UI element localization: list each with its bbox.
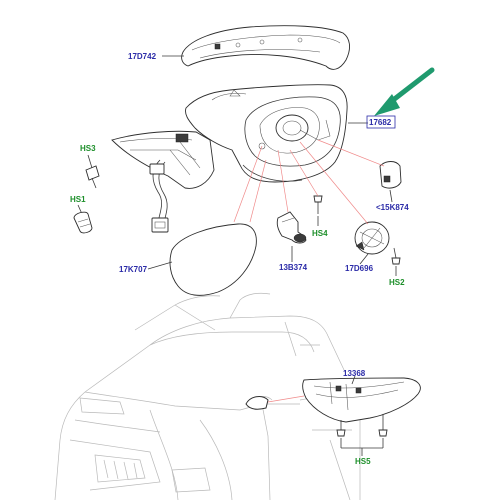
- label-17682: 17682: [369, 118, 392, 127]
- label-hs5: HS5: [355, 457, 371, 466]
- screw-hs2: [391, 247, 401, 265]
- mirror-glass: [169, 223, 257, 296]
- mirror-housing-assembly: [185, 84, 348, 183]
- label-17d742: 17D742: [128, 52, 157, 61]
- label-17k707: 17K707: [119, 265, 148, 274]
- highlight-box: [366, 115, 396, 129]
- label-hs2: HS2: [389, 278, 405, 287]
- motor-leader-line: [359, 253, 369, 265]
- label-13368: 13368: [343, 369, 366, 378]
- motor-cover-part: [379, 161, 402, 189]
- wiring-harness: [149, 159, 169, 233]
- label-hs4: HS4: [312, 229, 328, 238]
- motor-part: [354, 221, 390, 255]
- vehicle-outline: [54, 292, 361, 500]
- mirror-base-arm: [111, 130, 215, 189]
- bracket-part: [276, 211, 307, 244]
- vehicle-mirror-icon: [245, 395, 305, 410]
- label-hs1: HS1: [70, 195, 86, 204]
- label-17d696: 17D696: [345, 264, 374, 273]
- bolt-hs3: [85, 154, 100, 189]
- label-15k874: <15K874: [376, 203, 409, 212]
- pointer-arrow-icon: [374, 67, 435, 116]
- screw-hs4: [313, 195, 323, 214]
- label-hs3: HS3: [80, 144, 96, 153]
- indicator-leader-line: [351, 375, 356, 385]
- label-13b374: 13B374: [279, 263, 308, 272]
- bolt-hs1: [73, 204, 93, 234]
- glass-leader-line: [147, 261, 173, 270]
- screws-hs5: [336, 414, 388, 456]
- mirror-cap: [162, 25, 350, 70]
- indicator-lamp-part: [302, 377, 421, 423]
- assembly-leader-lines: [233, 139, 385, 225]
